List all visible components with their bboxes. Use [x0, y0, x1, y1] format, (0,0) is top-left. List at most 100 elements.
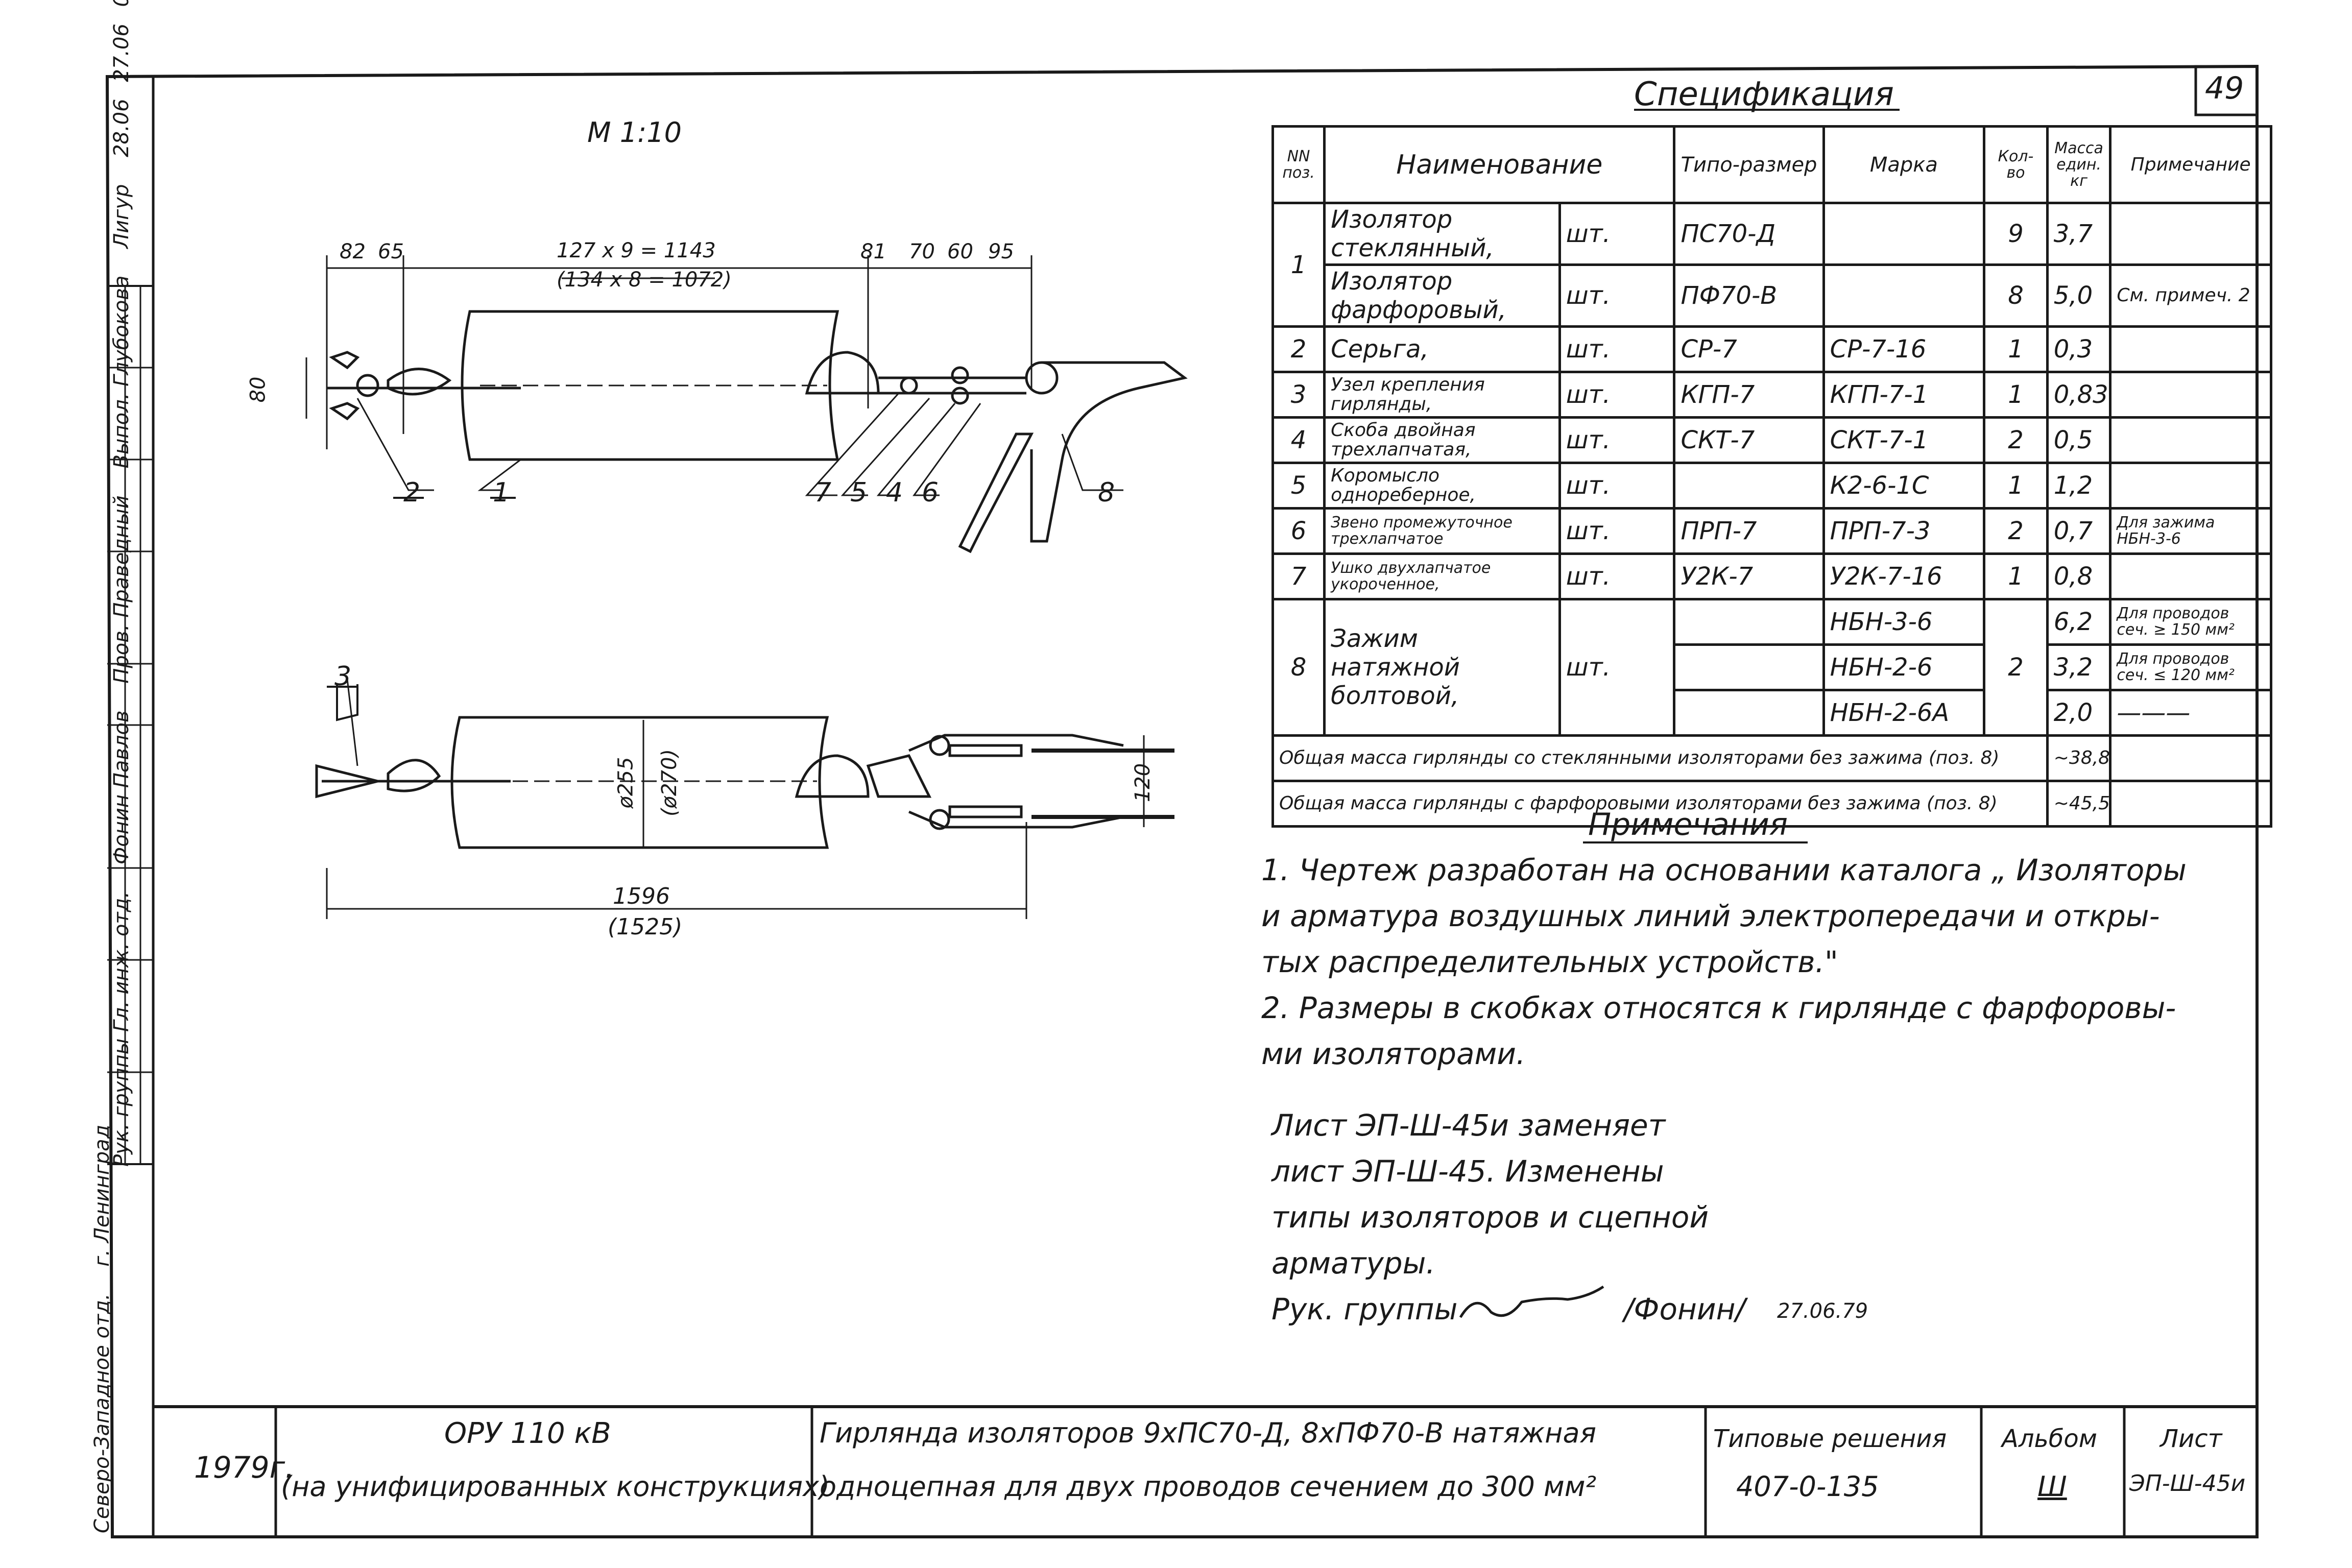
cell-unit: шт. — [1558, 598, 1676, 737]
title-series-line2: 407-0-135 — [1736, 1470, 1879, 1503]
cell-name: Изолятор стеклянный, — [1323, 202, 1561, 266]
replace-line-2: лист ЭП-Ш-45. Изменены — [1271, 1154, 1664, 1189]
cell-note — [2109, 462, 2272, 510]
header-type: Типо-размер — [1673, 125, 1825, 204]
cell-mark: К2-6-1С — [1822, 462, 1986, 510]
title-name-line1: Гирлянда изоляторов 9хПС70-Д, 8хПФ70-В н… — [820, 1417, 1597, 1449]
insulator-string-side-view — [315, 679, 1174, 919]
cell-pos: 7 — [1271, 552, 1326, 600]
cell-mass: 6,2 — [2046, 598, 2112, 646]
dimension-1596: 1596 — [613, 883, 670, 909]
cell-pos: 8 — [1271, 598, 1326, 737]
table-row: НБН-2-6А 2,0 ——— — [1273, 689, 2272, 737]
sign-date: 27.06.79 — [1777, 1299, 1868, 1323]
cell-qty: 1 — [1983, 552, 2049, 600]
cell-name: Коромысло однореберное, — [1323, 462, 1561, 510]
note-line-3: тых распределительных устройств." — [1261, 945, 1838, 979]
cell-unit: шт. — [1558, 371, 1676, 419]
table-row: Изолятор фарфоровый, шт. ПФ70-В 8 5,0 См… — [1273, 263, 2272, 328]
table-row: 6 Звено промежуточное трехлапчатое шт. П… — [1271, 507, 2272, 555]
cell-unit: шт. — [1558, 552, 1676, 600]
page-number: 49 — [2205, 70, 2244, 106]
cell-type: ПФ70-В — [1673, 263, 1825, 328]
dimension-1072: (134 x 8 = 1072) — [557, 268, 732, 292]
table-total-row: Общая масса гирлянды с фарфоровыми изоля… — [1271, 780, 2272, 828]
header-name: Наименование — [1323, 125, 1676, 204]
dimension-1525: (1525) — [608, 914, 683, 940]
cell-mark: СР-7-16 — [1822, 325, 1986, 373]
callout-2: 2 — [403, 477, 421, 508]
cell-qty: 9 — [1983, 202, 2049, 266]
cell-pos: 2 — [1271, 325, 1326, 373]
dimension-120: 120 — [1131, 763, 1155, 803]
note-line-1: 1. Чертеж разработан на основании катало… — [1261, 853, 2187, 887]
cell-qty: 1 — [1983, 371, 2049, 419]
cell-note: См. примеч. 2 — [2109, 263, 2272, 328]
table-row: 4 Скоба двойная трехлапчатая, шт. СКТ-7 … — [1271, 416, 2272, 464]
callout-1: 1 — [493, 477, 510, 508]
header-pos: NN поз. — [1271, 125, 1326, 204]
cell-type: СКТ-7 — [1673, 416, 1825, 464]
total-porc-value: ~45,5 — [2046, 780, 2112, 828]
callout-8: 8 — [1098, 477, 1115, 508]
note-line-5: ми изоляторами. — [1261, 1036, 1526, 1071]
cell-unit: шт. — [1558, 263, 1676, 328]
total-porc-label: Общая масса гирлянды с фарфоровыми изоля… — [1271, 780, 2049, 828]
cell-name: Узел крепления гирлянды, — [1323, 371, 1561, 419]
table-row: 8 Зажим натяжной болтовой, шт. НБН-3-6 2… — [1271, 598, 2272, 737]
title-album-value: Ш — [2037, 1470, 2067, 1503]
cell-mark — [1822, 263, 1986, 328]
cell-note: ——— — [2109, 689, 2272, 737]
cell-mark: НБН-2-6 — [1822, 643, 1986, 691]
cell-note — [2109, 325, 2272, 373]
dimension-1143: 127 x 9 = 1143 — [557, 239, 716, 262]
cell-type: У2К-7 — [1673, 552, 1825, 600]
cell-unit: шт. — [1558, 325, 1676, 373]
cell-note: Для проводов сеч. ≥ 150 мм² — [2109, 598, 2272, 646]
callout-3: 3 — [334, 661, 352, 692]
title-sheet-value: ЭП-Ш-45и — [2129, 1470, 2246, 1497]
cell-name: Зажим натяжной болтовой, — [1323, 598, 1561, 737]
stamp-col5: Лигур — [110, 184, 133, 249]
cell-note: Для проводов сеч. ≤ 120 мм² — [2109, 643, 2272, 691]
total-glass-value: ~38,8 — [2046, 734, 2112, 782]
dimension-65: 65 — [378, 240, 404, 263]
cell-note — [2109, 371, 2272, 419]
sheet-frame — [105, 64, 2259, 1538]
stamp-col2: Фонин Павлов — [110, 710, 133, 865]
callout-6: 6 — [922, 477, 939, 508]
side-stamp-org: Северо-Западное отд. г. Ленинград — [90, 1125, 114, 1533]
cell-qty: 8 — [1983, 263, 2049, 328]
scale-label: М 1:10 — [587, 116, 682, 149]
cell-type: ПС70-Д — [1673, 202, 1825, 266]
cell-mass: 2,0 — [2046, 689, 2112, 737]
stamp-date2: 27.06 — [110, 23, 133, 82]
insulator-string-top-view — [305, 255, 1188, 553]
cell-qty: 1 — [1983, 325, 2049, 373]
cell-mark: КГП-7-1 — [1822, 371, 1986, 419]
cell-mark: У2К-7-16 — [1822, 552, 1986, 600]
cell-mass: 0,7 — [2046, 507, 2112, 555]
header-note: Примечание — [2109, 125, 2272, 204]
cell-qty: 1 — [1983, 462, 2049, 510]
cell-type: КГП-7 — [1673, 371, 1825, 419]
cell-pos: 3 — [1271, 371, 1326, 419]
dimension-diameter-255: ø255 — [614, 757, 638, 809]
dimension-diameter-270: (ø270) — [658, 749, 682, 817]
cell-mark: СКТ-7-1 — [1822, 416, 1986, 464]
note-line-2: и арматура воздушных линий электропереда… — [1261, 899, 2160, 933]
cell-name: Звено промежуточное трехлапчатое — [1323, 507, 1561, 555]
cell-pos: 5 — [1271, 462, 1326, 510]
cell-name: Ушко двухлапчатое укороченное, — [1323, 552, 1561, 600]
cell-qty: 2 — [1983, 416, 2049, 464]
cell-mass: 0,8 — [2046, 552, 2112, 600]
stamp-org: Северо-Западное отд. — [90, 1293, 114, 1533]
cell-mass: 0,83 — [2046, 371, 2112, 419]
title-sheet-label: Лист — [2160, 1425, 2222, 1453]
cell-note — [2109, 416, 2272, 464]
cell-mass: 3,2 — [2046, 643, 2112, 691]
dimension-81: 81 — [860, 240, 886, 263]
cell-mass: 0,3 — [2046, 325, 2112, 373]
note-line-4: 2. Размеры в скобках относятся к гирлянд… — [1261, 991, 2176, 1025]
dimension-80: 80 — [246, 376, 270, 403]
